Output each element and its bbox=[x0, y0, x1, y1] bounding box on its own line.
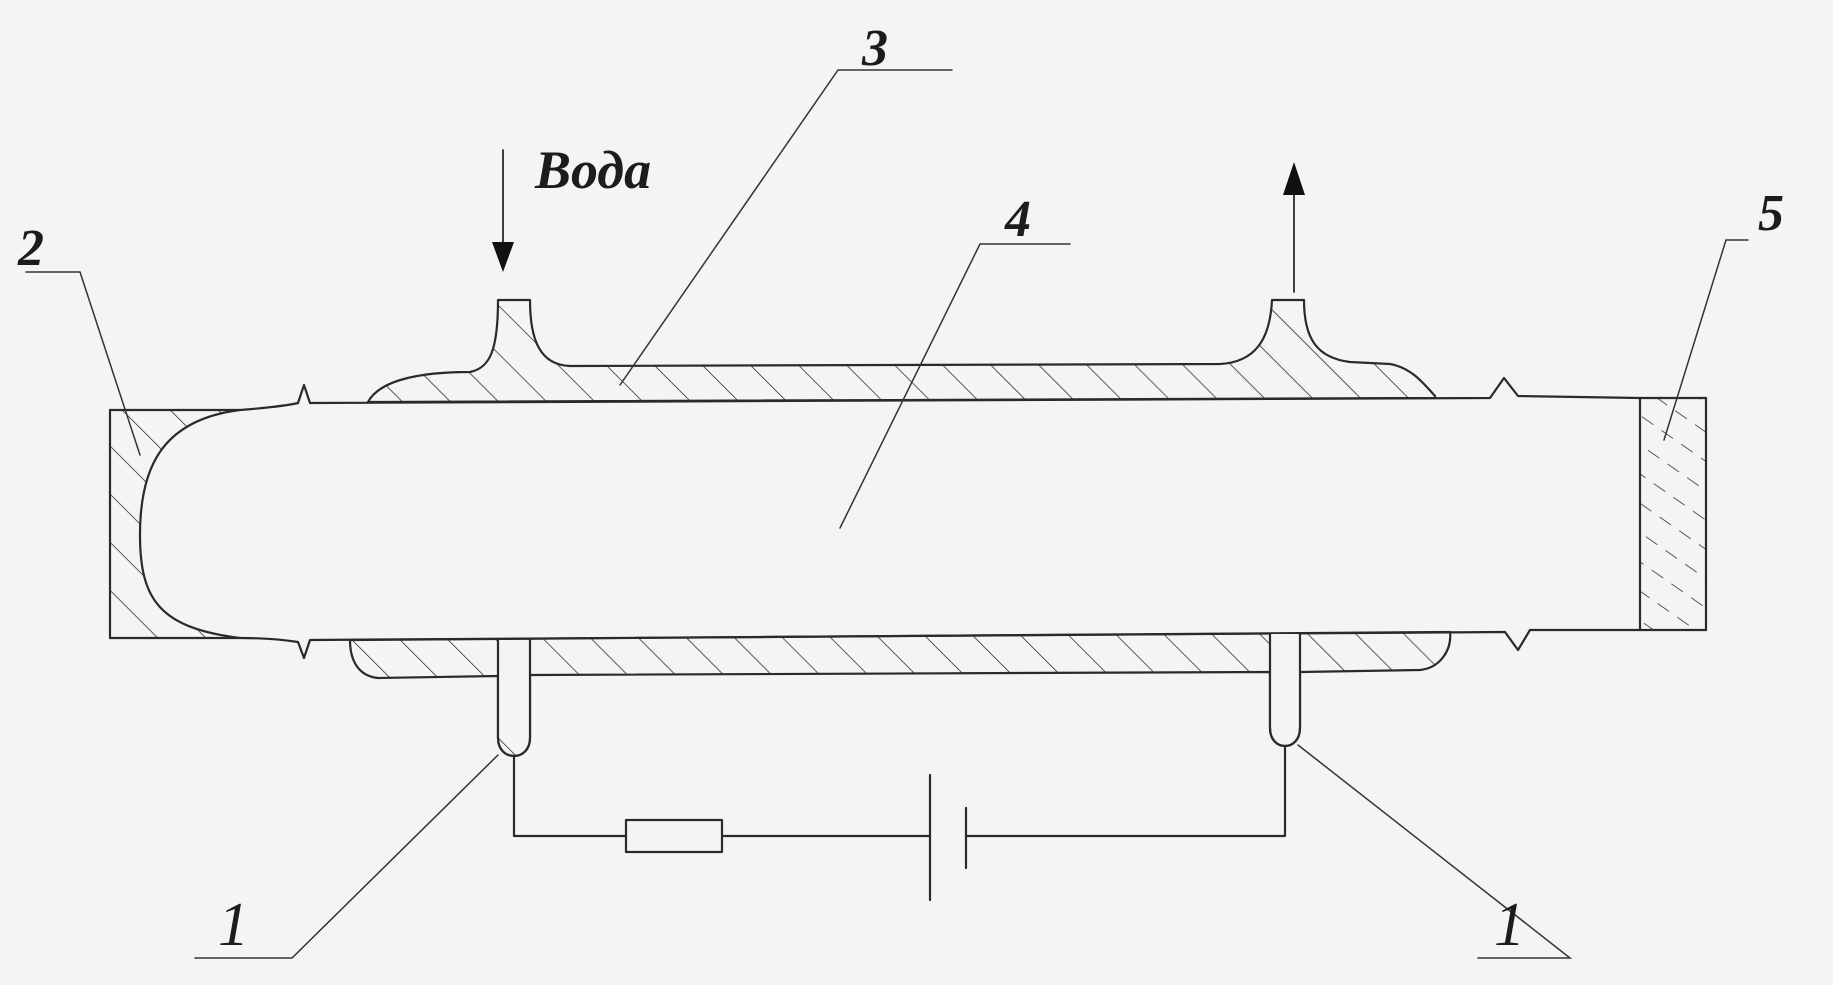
leader-2 bbox=[25, 271, 141, 456]
resistor bbox=[624, 818, 724, 854]
leader-4 bbox=[839, 243, 1071, 529]
leader-1-left bbox=[194, 754, 499, 959]
label-3: 3 bbox=[861, 20, 888, 77]
label-4: 4 bbox=[1004, 191, 1031, 248]
leader-5 bbox=[1663, 239, 1749, 441]
label-water: Вода bbox=[534, 140, 651, 200]
electrode-right bbox=[1268, 632, 1302, 747]
leader-1-right bbox=[1297, 744, 1573, 959]
water-jacket-top bbox=[366, 298, 1437, 404]
label-1-right: 1 bbox=[1494, 891, 1525, 959]
leader-3 bbox=[619, 69, 953, 386]
water-inlet-arrowhead bbox=[492, 242, 514, 272]
label-5: 5 bbox=[1758, 185, 1784, 242]
right-window bbox=[1638, 396, 1708, 632]
circuit-wire bbox=[512, 746, 1287, 838]
water-outlet-arrowhead bbox=[1283, 162, 1305, 195]
left-mirror bbox=[108, 408, 242, 640]
label-2: 2 bbox=[17, 220, 44, 277]
label-1-left: 1 bbox=[218, 891, 249, 959]
discharge-tube bbox=[238, 376, 1642, 660]
